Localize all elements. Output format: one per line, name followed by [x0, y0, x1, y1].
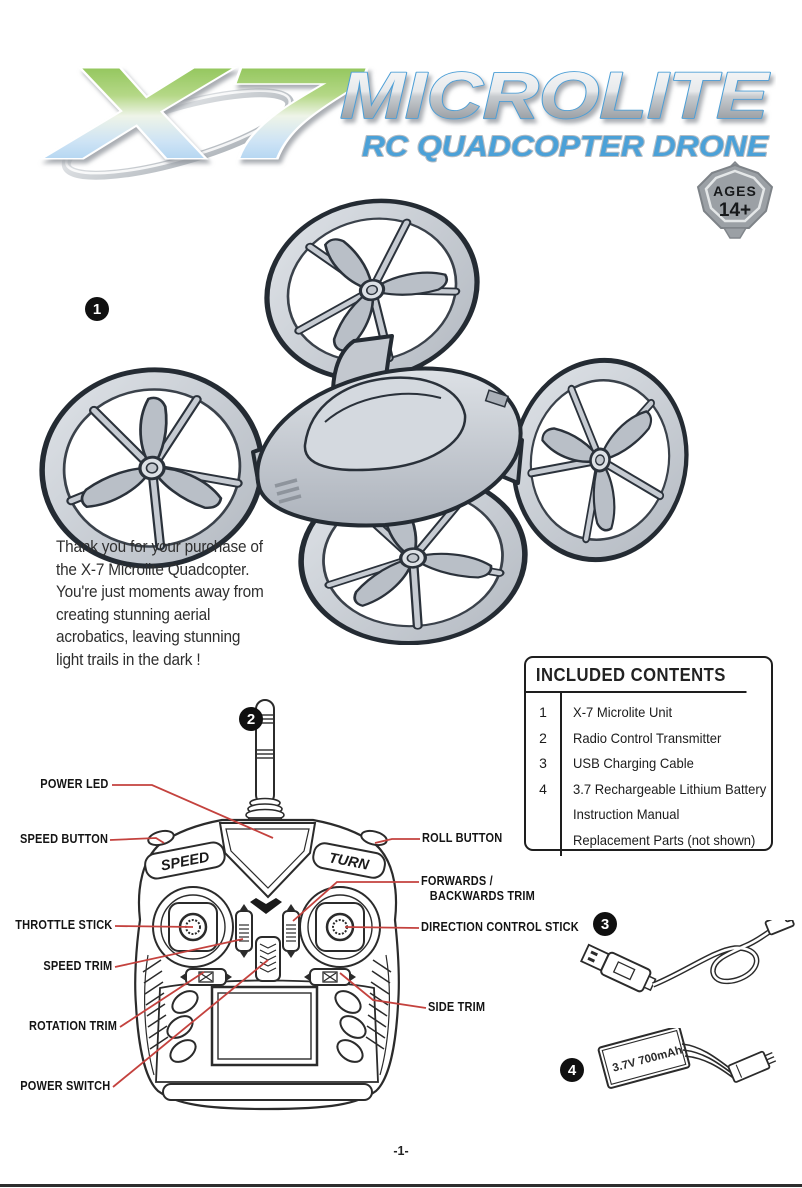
label-throttle-stick: THROTTLE STICK — [14, 918, 112, 932]
intro-line: Thank you for your purchase of — [56, 538, 263, 556]
table-row: Replacement Parts (not shown) — [526, 828, 771, 854]
row-text: USB Charging Cable — [573, 755, 694, 771]
label-direction-stick: DIRECTION CONTROL STICK — [421, 920, 579, 934]
table-row: 4 3.7 Rechargeable Lithium Battery — [526, 777, 771, 803]
row-number: 1 — [539, 704, 547, 720]
label-power-led: POWER LED — [39, 777, 108, 791]
transmitter-bottom-bar — [162, 1083, 373, 1101]
drone-rotor-ring-left — [39, 367, 265, 569]
included-contents-table: INCLUDED CONTENTS 1 X-7 Microlite Unit 2… — [524, 656, 773, 856]
row-number: 3 — [539, 755, 547, 771]
intro-line: light trails in the dark ! — [56, 650, 201, 669]
label-rotation-trim: ROTATION TRIM — [28, 1019, 117, 1033]
label-side-trim: SIDE TRIM — [428, 1000, 486, 1014]
logo-title: MICROLITE — [340, 58, 770, 132]
logo-mark: X7 — [45, 40, 367, 184]
rotation-trim-slider — [180, 968, 232, 986]
battery-illustration: 3.7V 700mAh — [597, 1028, 777, 1089]
drone-rotor-ring-top — [264, 198, 480, 382]
table-row: 1 X-7 Microlite Unit — [526, 700, 771, 726]
item-marker-1: 1 — [85, 297, 109, 321]
left-vent — [142, 959, 169, 1050]
x7-swoosh-icon — [61, 88, 295, 180]
table-row: 3 USB Charging Cable — [526, 751, 771, 777]
label-speed-trim: SPEED TRIM — [43, 959, 112, 973]
power-switch: POWER — [254, 936, 283, 994]
row-text: 3.7 Rechargeable Lithium Battery — [573, 780, 767, 797]
row-text: Instruction Manual — [573, 806, 680, 822]
drone-body — [255, 366, 523, 528]
label-fwd-bwd-trim: FORWARDS / BACKWARDS TRIM — [421, 874, 535, 904]
drone-rotor-ring-bottom — [298, 470, 528, 645]
ages-badge-age: 14+ — [719, 200, 751, 221]
row-number — [526, 802, 560, 828]
table-divider — [560, 693, 562, 856]
page-number: -1- — [393, 1144, 409, 1158]
table-row: Instruction Manual — [526, 802, 771, 828]
row-text: Radio Control Transmitter — [573, 729, 722, 746]
label-fwd-line1: FORWARDS / — [421, 874, 493, 888]
row-number — [526, 828, 560, 854]
intro-line: You're just moments away from — [56, 583, 264, 601]
right-vent — [365, 959, 392, 1050]
item-marker-4: 4 — [560, 1058, 584, 1082]
row-text: X-7 Microlite Unit — [573, 704, 673, 720]
side-trim-slider — [304, 968, 356, 986]
contents-table-title: INCLUDED CONTENTS — [526, 658, 747, 693]
turn-plate: TURN — [312, 842, 386, 879]
usb-cable-illustration — [580, 920, 800, 993]
intro-line: creating stunning aerial — [56, 605, 211, 624]
intro-line: acrobatics, leaving stunning — [56, 628, 241, 646]
item-marker-2: 2 — [239, 707, 263, 731]
row-number: 2 — [539, 729, 547, 746]
row-text: Replacement Parts (not shown) — [573, 831, 756, 848]
transmitter-figure: SPEED TURN — [109, 699, 427, 1111]
label-power-switch: POWER SWITCH — [19, 1079, 110, 1093]
drone-illustration — [39, 198, 689, 645]
speed-shoulder-button — [147, 829, 175, 847]
transmitter-buttons — [166, 990, 367, 1063]
logo-subtitle: RC QUADCOPTER DRONE — [362, 131, 770, 163]
bottom-rule — [0, 1184, 802, 1187]
transmitter-top-panel — [218, 822, 317, 914]
label-speed-button: SPEED BUTTON — [19, 832, 108, 846]
header-logo: X7 MICROLITE RC QUADCOPTER DRONE — [43, 39, 771, 185]
intro-line: the X-7 Microlite Quadcopter. — [56, 560, 250, 579]
svg-text:TURN: TURN — [328, 850, 371, 873]
label-roll-button: ROLL BUTTON — [422, 831, 503, 845]
label-fwd-line2: BACKWARDS TRIM — [429, 889, 535, 903]
fwd-bwd-trim-slider — [282, 904, 300, 958]
ages-badge-text: AGES — [713, 183, 757, 199]
ages-badge: AGES 14+ — [696, 160, 774, 239]
callout-lines — [109, 784, 427, 1088]
drone-rotor-ring-right — [511, 357, 689, 563]
intro-paragraph: Thank you for your purchase of the X-7 M… — [56, 536, 326, 671]
speed-trim-slider — [235, 904, 253, 958]
item-marker-3: 3 — [593, 912, 617, 936]
transmitter-screen — [210, 985, 319, 1067]
table-row: 2 Radio Control Transmitter — [526, 726, 771, 752]
row-number: 4 — [539, 780, 547, 797]
